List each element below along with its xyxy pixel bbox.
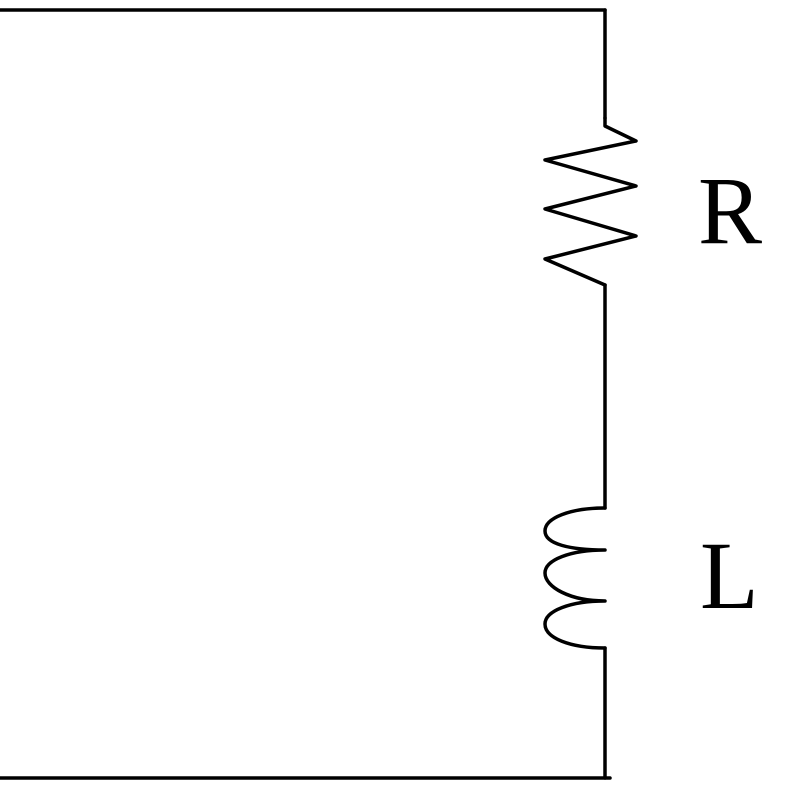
- resistor-symbol: [543, 116, 638, 287]
- inductor-label: L: [700, 522, 759, 629]
- resistor-label: R: [698, 157, 762, 264]
- inductor-symbol: [543, 506, 607, 650]
